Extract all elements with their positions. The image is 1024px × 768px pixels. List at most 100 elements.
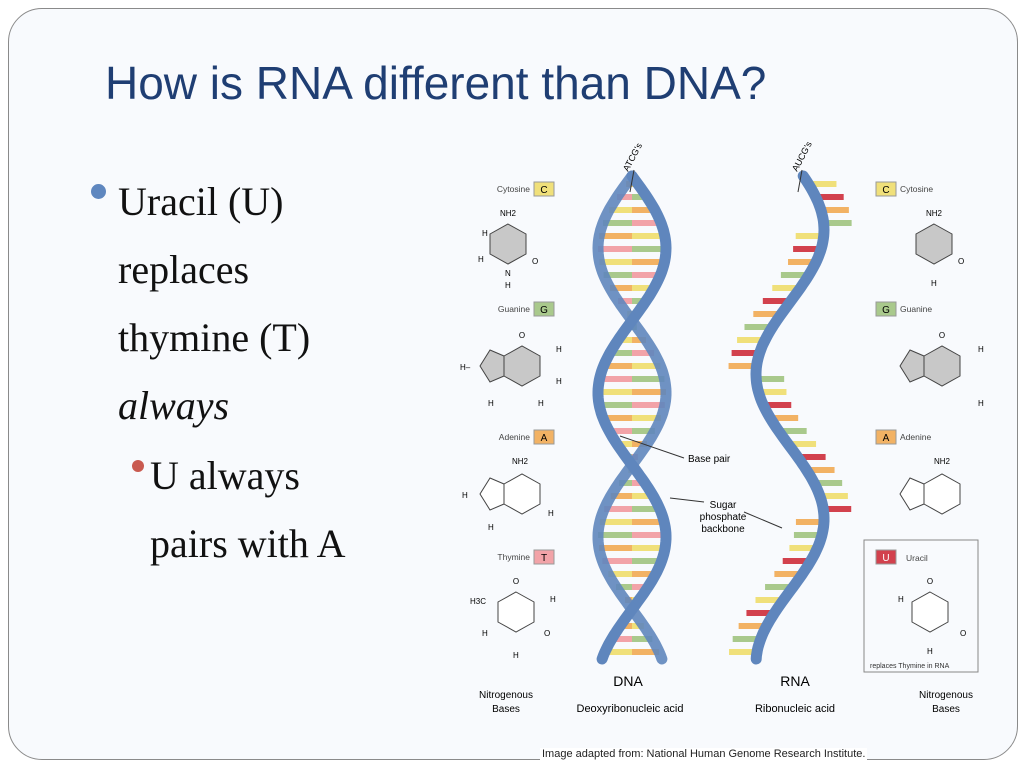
backbone-pointer-left xyxy=(669,497,705,503)
atom-label: H xyxy=(488,399,494,408)
thymine-ring xyxy=(497,591,535,633)
bullet-line: pairs with A xyxy=(150,521,346,566)
base-letter: T xyxy=(541,553,547,564)
base-letter: C xyxy=(540,185,547,196)
bullet-line: thymine (T) xyxy=(118,315,311,360)
rna-label: RNA xyxy=(780,673,810,689)
base-name: Guanine xyxy=(900,304,932,314)
base-color-box xyxy=(875,301,897,317)
bullet-uracil: Uracil (U) replaces thymine (T) always xyxy=(88,168,418,440)
atom-label: H xyxy=(488,523,494,532)
guanine-ring-small xyxy=(899,349,925,383)
bullet-line: replaces xyxy=(118,247,250,292)
base-name: Thymine xyxy=(497,552,530,562)
guanine-ring-small xyxy=(479,349,505,383)
backbone-label: phosphate xyxy=(700,512,747,523)
backbone-pointer-right xyxy=(743,511,783,529)
atom-label: H xyxy=(978,399,984,408)
base-letter: A xyxy=(883,433,890,444)
atom-label: H xyxy=(462,491,468,500)
base-color-box xyxy=(875,181,897,197)
dna-backbone-strand xyxy=(592,170,672,665)
base-name: Cytosine xyxy=(497,184,530,194)
atom-label: NH2 xyxy=(500,209,517,218)
atom-label: H xyxy=(556,377,562,386)
dna-rna-figure: ATCG's AUCG's Cytosine C NH2 H H O N H G… xyxy=(452,139,992,730)
atom-label: H3C xyxy=(470,597,486,606)
atom-label: O xyxy=(532,257,538,266)
left-base-guanine: Guanine G O H– H H H H xyxy=(460,301,562,408)
atom-label: H xyxy=(550,595,556,604)
guanine-ring-large xyxy=(923,345,961,387)
base-name: Uracil xyxy=(906,553,928,563)
bases-label-left: Bases xyxy=(492,704,520,715)
atom-label: H– xyxy=(460,363,471,372)
uracil-note: replaces Thymine in RNA xyxy=(870,663,950,670)
base-pair-label: Base pair xyxy=(688,454,731,465)
atom-label: NH2 xyxy=(934,457,951,466)
slide-title: How is RNA different than DNA? xyxy=(105,57,767,109)
image-credit: Image adapted from: National Human Genom… xyxy=(540,748,868,760)
base-color-box xyxy=(533,549,555,565)
rna-strand-label: AUCG's xyxy=(790,140,814,173)
dna-full-name: Deoxyribonucleic acid xyxy=(577,703,684,715)
dna-strand-label: ATCG's xyxy=(621,141,644,173)
left-base-adenine: Adenine A NH2 H H H xyxy=(462,429,555,532)
atom-label: N xyxy=(505,269,511,278)
nitrogenous-label-left: Nitrogenous xyxy=(479,690,533,701)
guanine-ring-large xyxy=(503,345,541,387)
base-letter: U xyxy=(882,553,889,564)
rna-full-name: Ribonucleic acid xyxy=(755,703,835,715)
base-letter: C xyxy=(882,185,889,196)
adenine-ring-large xyxy=(503,473,541,515)
left-base-thymine: Thymine T O H3C H H O H xyxy=(470,549,556,660)
adenine-ring-small xyxy=(479,477,505,511)
backbone-label: Sugar xyxy=(710,500,737,511)
atom-label: O xyxy=(939,331,945,340)
right-base-guanine: G Guanine O H H xyxy=(875,301,984,408)
atom-label: H xyxy=(482,629,488,638)
dna-double-helix xyxy=(592,170,672,665)
uracil-ring xyxy=(911,591,949,633)
dna-rna-diagram: ATCG's AUCG's Cytosine C NH2 H H O N H G… xyxy=(460,139,984,715)
base-pair-pointer xyxy=(619,435,685,459)
dna-strand-arrow xyxy=(629,169,635,193)
atom-label: H xyxy=(478,255,484,264)
base-color-box xyxy=(533,429,555,445)
base-color-box xyxy=(533,301,555,317)
right-base-uracil: U Uracil O H O H replaces Thymine in RNA xyxy=(863,539,979,673)
atom-label: O xyxy=(960,629,966,638)
base-name: Adenine xyxy=(499,432,530,442)
atom-label: H xyxy=(505,281,511,290)
atom-label: O xyxy=(519,331,525,340)
bases-label-right: Bases xyxy=(932,704,960,715)
adenine-ring-large xyxy=(923,473,961,515)
bullet-line: U always xyxy=(150,453,300,498)
right-base-cytosine: C Cytosine NH2 O H xyxy=(875,181,964,288)
base-letter: G xyxy=(540,305,548,316)
atom-label: H xyxy=(548,509,554,518)
atom-label: H xyxy=(931,279,937,288)
base-name: Guanine xyxy=(498,304,530,314)
left-base-cytosine: Cytosine C NH2 H H O N H xyxy=(478,181,555,290)
nitrogenous-label-right: Nitrogenous xyxy=(919,690,973,701)
atom-label: NH2 xyxy=(512,457,529,466)
backbone-label: backbone xyxy=(701,524,745,535)
rna-backbone-strand xyxy=(750,170,830,665)
dna-label: DNA xyxy=(613,673,643,689)
base-color-box xyxy=(875,429,897,445)
base-color-box xyxy=(533,181,555,197)
bullet-line: Uracil (U) xyxy=(118,179,284,224)
bullet-line-emphasis: always xyxy=(118,383,230,428)
atom-label: O xyxy=(958,257,964,266)
base-color-box xyxy=(875,549,897,565)
atom-label: H xyxy=(978,345,984,354)
bullet-list: Uracil (U) replaces thymine (T) always U… xyxy=(88,168,418,578)
slide-frame xyxy=(8,8,1018,760)
base-name: Cytosine xyxy=(900,184,933,194)
dna-backbone-strand xyxy=(592,170,672,665)
atom-label: H xyxy=(513,651,519,660)
uracil-box xyxy=(863,539,979,673)
adenine-ring-small xyxy=(899,477,925,511)
atom-label: H xyxy=(556,345,562,354)
